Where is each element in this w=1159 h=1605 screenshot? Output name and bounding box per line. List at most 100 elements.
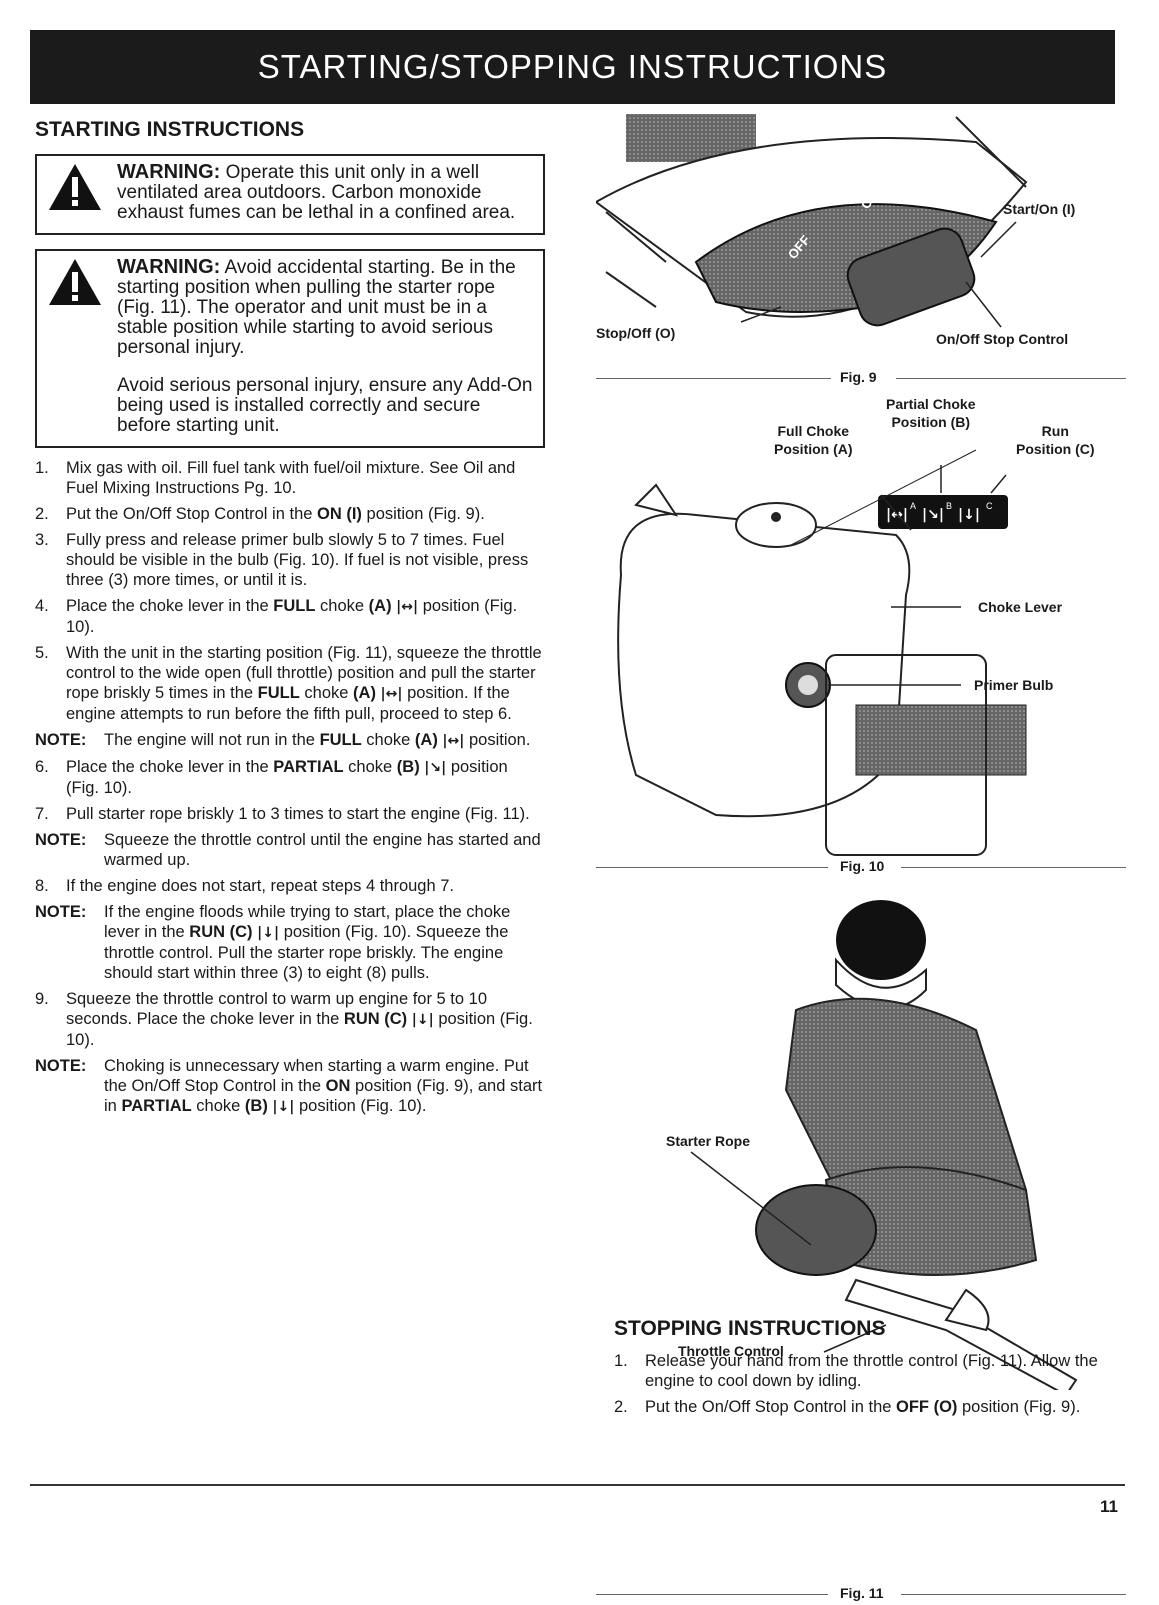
step-number: 1. (35, 459, 49, 477)
throttle-control-callout: Throttle Control (678, 1343, 784, 1359)
badge-c-label: C (986, 501, 993, 511)
note-item: NOTE: Squeeze the throttle control until … (35, 830, 545, 870)
step-item: 9. Squeeze the throttle control to warm u… (35, 989, 545, 1050)
step-text: If the engine floods while trying to sta… (104, 903, 511, 982)
figure-10-caption: Fig. 10 (596, 857, 1126, 877)
step-item: 6. Place the choke lever in the PARTIAL c… (35, 757, 545, 798)
note-label: NOTE: (35, 1057, 87, 1075)
warning-text-addon: Avoid serious personal injury, ensure an… (117, 375, 533, 436)
starting-section: STARTING INSTRUCTIONS WARNING: Operate t… (35, 118, 545, 1123)
step-number: 1. (614, 1352, 628, 1370)
warning-label: WARNING: (117, 161, 221, 183)
stopping-steps-list: 1. Release your hand from the throttle co… (614, 1351, 1124, 1417)
step-item: 4. Place the choke lever in the FULL chok… (35, 596, 545, 637)
page-banner: STARTING/STOPPING INSTRUCTIONS (30, 30, 1115, 104)
step-number: 8. (35, 877, 49, 895)
full-choke-callout: Full Choke Position (A) (774, 422, 853, 458)
figures-column: OFF ON Start/On (I) Stop/Off (O) On/Off … (594, 112, 1126, 1512)
step-text: With the unit in the starting position (… (66, 644, 542, 723)
note-label: NOTE: (35, 731, 87, 749)
figure-11-label: Fig. 11 (840, 1585, 884, 1601)
note-item: NOTE: If the engine floods while trying t… (35, 902, 545, 983)
warning-icon (49, 164, 101, 210)
partial-choke-label: Partial Choke (886, 396, 976, 412)
partial-choke-position: Position (B) (891, 414, 971, 430)
start-on-callout: Start/On (I) (1003, 201, 1076, 217)
figure-10-label: Fig. 10 (840, 858, 885, 874)
primer-bulb-callout: Primer Bulb (974, 677, 1054, 693)
step-number: 6. (35, 758, 49, 776)
warning-text: Avoid accidental starting. Be in the sta… (117, 257, 516, 358)
stop-step-item: 2. Put the On/Off Stop Control in the OFF… (614, 1397, 1124, 1417)
figure-9: OFF ON Start/On (I) Stop/Off (O) On/Off … (594, 112, 1126, 377)
step-text: Squeeze the throttle control until the e… (104, 831, 541, 869)
step-number: 2. (35, 505, 49, 523)
step-item: 8. If the engine does not start, repeat s… (35, 876, 545, 896)
choke-lever-callout: Choke Lever (978, 599, 1063, 615)
step-item: 7. Pull starter rope briskly 1 to 3 times… (35, 804, 545, 824)
figure-11-caption: Fig. 11 (596, 1584, 1126, 1604)
step-item: 3. Fully press and release primer bulb sl… (35, 530, 545, 590)
step-text: Put the On/Off Stop Control in the ON (I… (66, 505, 485, 523)
run-position: Position (C) (1016, 441, 1095, 457)
step-number: 2. (614, 1398, 628, 1416)
note-label: NOTE: (35, 831, 87, 849)
operator-starting-illustration (690, 900, 1078, 1397)
run-label: Run (1041, 423, 1069, 439)
step-number: 5. (35, 644, 49, 662)
full-choke-position: Position (A) (774, 441, 853, 457)
starting-steps-list: 1. Mix gas with oil. Fill fuel tank with … (35, 458, 545, 1117)
step-item: 1. Mix gas with oil. Fill fuel tank with … (35, 458, 545, 498)
engine-illustration: |↔| A |↘| B |↓| C (617, 449, 1027, 856)
step-text: Place the choke lever in the PARTIAL cho… (66, 758, 508, 797)
starter-rope-callout: Starter Rope (666, 1133, 751, 1149)
choke-indicator-badge (878, 495, 1008, 529)
step-text: Release your hand from the throttle cont… (645, 1352, 1098, 1390)
step-text: Put the On/Off Stop Control in the OFF (… (645, 1398, 1081, 1416)
run-callout: Run Position (C) (1016, 422, 1095, 458)
stop-step-item: 1. Release your hand from the throttle co… (614, 1351, 1124, 1391)
partial-choke-callout: Partial Choke Position (B) (886, 395, 975, 431)
page-number: 11 (1100, 1497, 1118, 1516)
step-text: Place the choke lever in the FULL choke … (66, 597, 518, 636)
step-number: 3. (35, 531, 49, 549)
warning-box-accidental-start: WARNING: Avoid accidental starting. Be i… (35, 249, 545, 448)
step-number: 4. (35, 597, 49, 615)
starting-heading: STARTING INSTRUCTIONS (35, 118, 305, 141)
step-text: Squeeze the throttle control to warm up … (66, 990, 533, 1049)
warning-box-ventilation: WARNING: Operate this unit only in a wel… (35, 154, 545, 235)
step-item: 5. With the unit in the starting position… (35, 643, 545, 724)
step-number: 7. (35, 805, 49, 823)
step-text: Pull starter rope briskly 1 to 3 times t… (66, 805, 530, 823)
step-text: The engine will not run in the FULL chok… (104, 731, 531, 749)
warning-text: Operate this unit only in a well ventila… (117, 162, 516, 223)
on-off-control-callout: On/Off Stop Control (936, 331, 1069, 347)
full-choke-label: Full Choke (777, 423, 850, 439)
figure-11: Starter Rope Throttle Control (596, 890, 1126, 1397)
stop-off-callout: Stop/Off (O) (596, 325, 676, 341)
stopping-section: STOPPING INSTRUCTIONS 1. Release your han… (614, 1317, 1124, 1423)
badge-a-label: A (910, 501, 916, 511)
figure-9-caption: Fig. 9 (596, 368, 1126, 388)
svg-text:|↘|: |↘| (922, 507, 944, 523)
stop-control-illustration: OFF ON (594, 114, 1028, 328)
warning-icon (49, 259, 101, 305)
stopping-heading: STOPPING INSTRUCTIONS (614, 1317, 886, 1340)
footer-rule (30, 1484, 1125, 1486)
figure-10: |↔| A |↘| B |↓| C Partial Choke Position… (596, 395, 1126, 865)
warning-label: WARNING: (117, 256, 221, 278)
note-item: NOTE: Choking is unnecessary when startin… (35, 1056, 545, 1117)
badge-b-label: B (946, 501, 952, 511)
page-title: STARTING/STOPPING INSTRUCTIONS (257, 48, 888, 85)
step-item: 2. Put the On/Off Stop Control in the ON … (35, 504, 545, 524)
figure-9-label: Fig. 9 (840, 369, 877, 385)
svg-text:|↔|: |↔| (886, 507, 908, 523)
step-text: Mix gas with oil. Fill fuel tank with fu… (66, 459, 516, 497)
step-number: 9. (35, 990, 49, 1008)
step-text: If the engine does not start, repeat ste… (66, 877, 455, 895)
step-text: Choking is unnecessary when starting a w… (104, 1057, 543, 1115)
note-item: NOTE: The engine will not run in the FULL… (35, 730, 545, 751)
svg-text:|↓|: |↓| (958, 507, 980, 523)
step-text: Fully press and release primer bulb slow… (66, 531, 529, 589)
note-label: NOTE: (35, 903, 87, 921)
